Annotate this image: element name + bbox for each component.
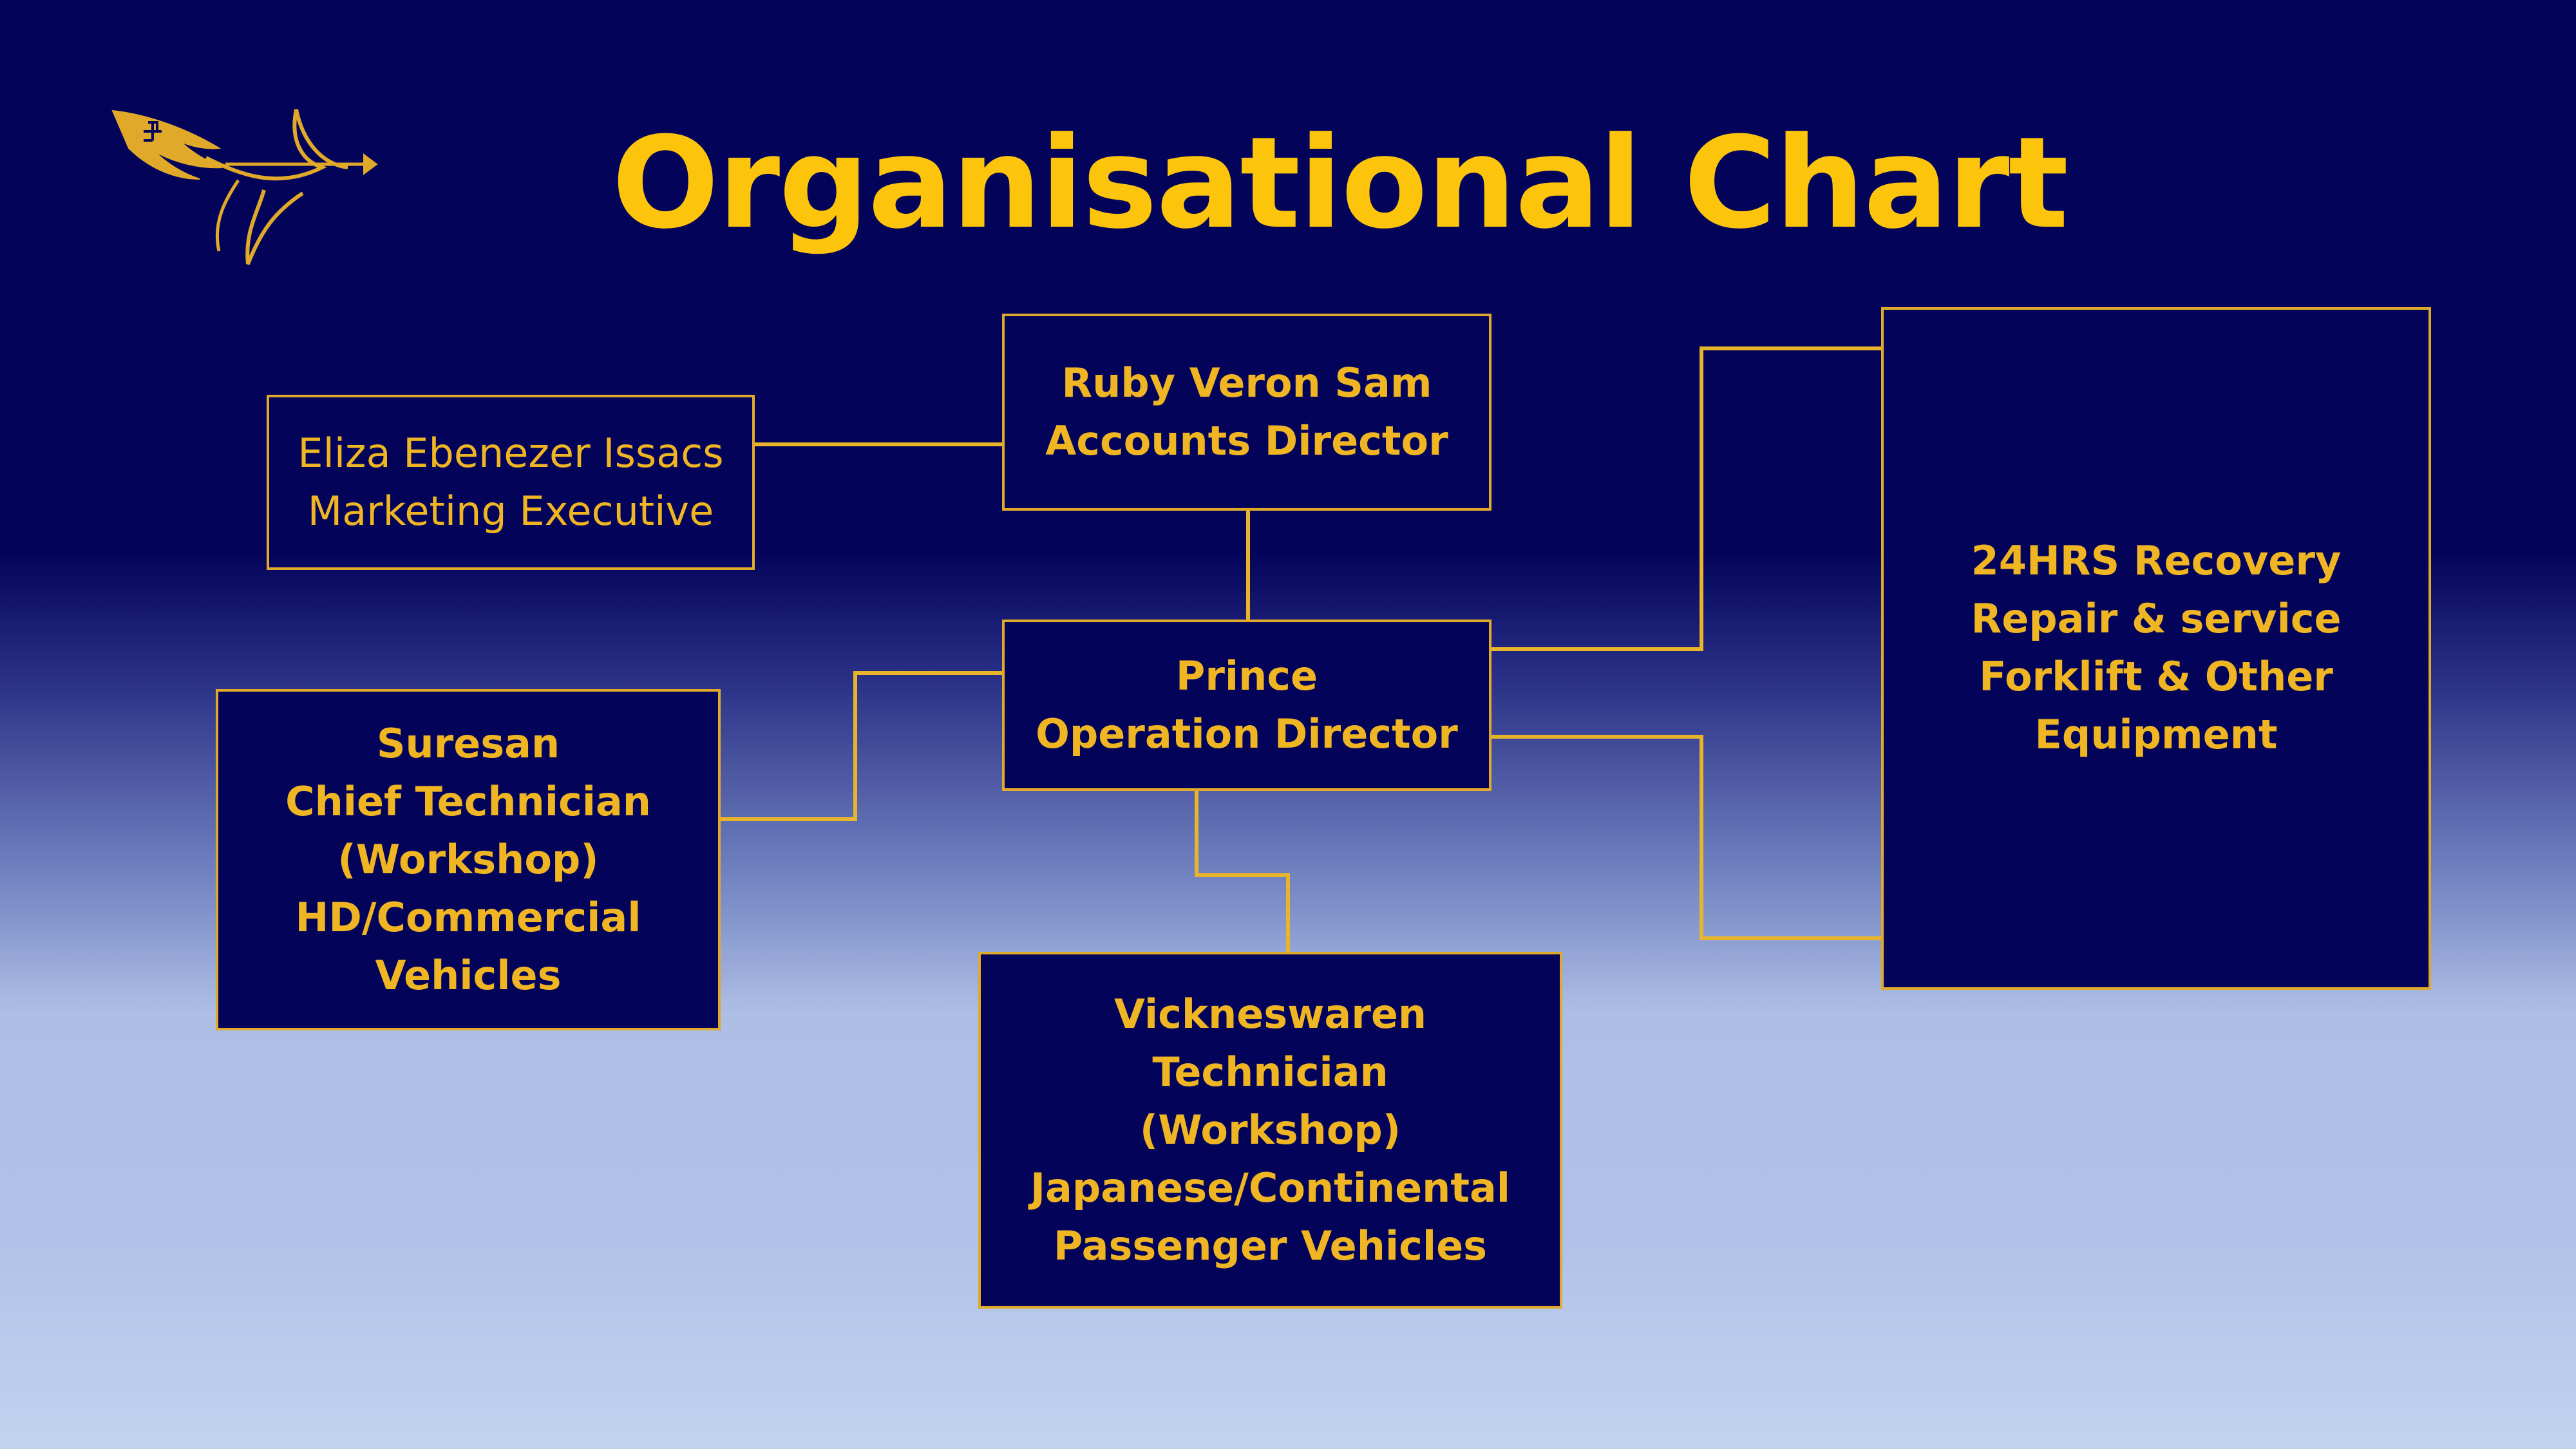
chief-technician-line: Vehicles bbox=[375, 952, 562, 999]
node-marketing-executive: Eliza Ebenezer Issacs Marketing Executiv… bbox=[267, 395, 755, 570]
connector-operation-chief-technician bbox=[719, 671, 1003, 821]
page-title: Organisational Chart bbox=[612, 110, 2069, 257]
operation-director-name: Prince bbox=[1175, 652, 1318, 699]
node-accounts-director: Ruby Veron Sam Accounts Director bbox=[1002, 314, 1492, 511]
technician-line: Japanese/Continental bbox=[1030, 1164, 1511, 1211]
chief-technician-line: HD/Commercial bbox=[295, 894, 641, 941]
node-chief-technician: Suresan Chief Technician (Workshop) HD/C… bbox=[216, 689, 721, 1030]
services-line: Forklift & Other bbox=[1979, 653, 2333, 700]
connector-operation-services-bottom bbox=[1491, 735, 1883, 940]
technician-line: Passenger Vehicles bbox=[1053, 1222, 1488, 1269]
services-line: Repair & service bbox=[1971, 595, 2342, 642]
chief-technician-line: (Workshop) bbox=[337, 836, 599, 883]
accounts-director-name: Ruby Veron Sam bbox=[1061, 359, 1432, 406]
node-technician: Vickneswaren Technician (Workshop) Japan… bbox=[978, 952, 1562, 1309]
marketing-executive-role: Marketing Executive bbox=[307, 488, 714, 535]
technician-line: Vickneswaren bbox=[1113, 990, 1427, 1037]
chief-technician-line: Suresan bbox=[376, 720, 560, 767]
marketing-executive-name: Eliza Ebenezer Issacs bbox=[298, 430, 724, 477]
chief-technician-line: Chief Technician bbox=[285, 778, 651, 825]
phoenix-arrow-logo-icon bbox=[111, 109, 378, 265]
technician-line: (Workshop) bbox=[1139, 1106, 1401, 1153]
accounts-director-role: Accounts Director bbox=[1045, 417, 1448, 464]
connector-operation-services-top bbox=[1491, 346, 1883, 651]
node-services: 24HRS Recovery Repair & service Forklift… bbox=[1881, 307, 2431, 990]
services-line: 24HRS Recovery bbox=[1971, 537, 2342, 584]
operation-director-role: Operation Director bbox=[1036, 710, 1458, 757]
node-operation-director: Prince Operation Director bbox=[1002, 620, 1492, 791]
technician-line: Technician bbox=[1152, 1048, 1388, 1095]
connector-operation-technician bbox=[1195, 790, 1290, 953]
services-line: Equipment bbox=[2034, 711, 2278, 758]
